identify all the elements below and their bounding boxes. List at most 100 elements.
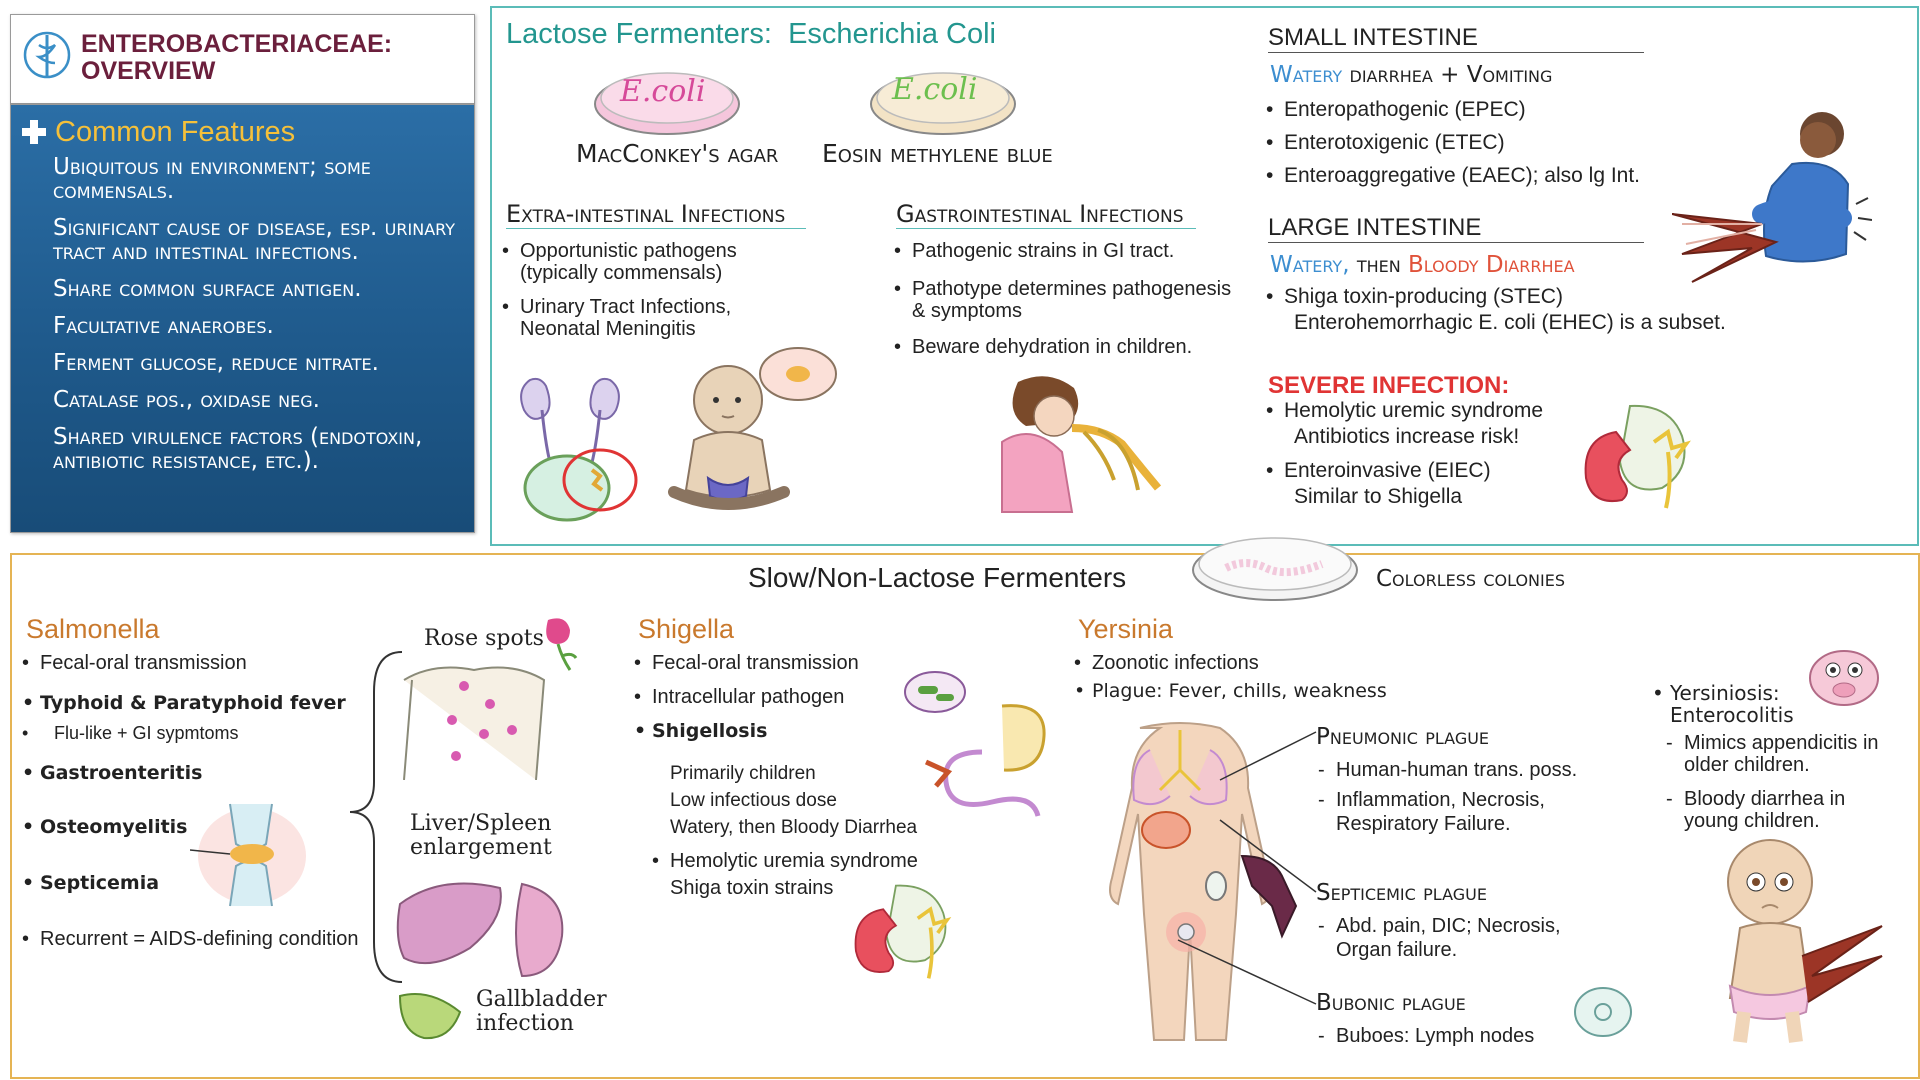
common-features-panel: Common Features Ubiquitous in environmen… [10,104,475,533]
feature-item: Ubiquitous in environment; some commensa… [53,154,371,204]
large-intestine-list: Shiga toxin-producing (STEC)Enterohemorr… [1264,284,1824,336]
plus-icon [22,120,46,144]
small-intestine-list: Enteropathogenic (EPEC) Enterotoxigenic … [1264,93,1724,192]
feature-item: Catalase pos., oxidase neg. [53,387,320,413]
feature-item: Significant cause of disease, esp. urina… [53,215,456,265]
intestine-icon [924,704,1046,817]
pneumonic-plague-heading: Pneumonic plague [1316,724,1490,750]
list-item: Buboes: Lymph nodes [1316,1024,1616,1048]
rose-icon [546,618,578,671]
list-item: Enterotoxigenic (ETEC) [1264,126,1724,159]
large-intestine-sub: Watery, then Bloody Diarrhea [1270,252,1575,278]
gi-heading: Gastrointestinal Infections [896,200,1196,229]
list-item-sub: Flu-like + GI sypmtoms [20,722,380,744]
feature-item: Facultative anaerobes. [53,313,274,339]
list-item: Fecal-oral transmission [632,652,932,674]
header-card: ENTEROBACTERIACEAE:OVERVIEW [10,14,475,104]
list-item: Mimics appendicitis in older children. [1664,732,1884,776]
list-item: Fecal-oral transmission [20,652,380,674]
standing-baby-icon [1727,839,1883,1043]
necrotic-hand-icon [1240,854,1298,939]
septicemic-plague-list: Abd. pain, DIC; Necrosis, Organ failure. [1316,914,1616,962]
baby-icon [668,365,790,510]
urinary-tract-icon [520,377,638,522]
emb-dish-label: E.coli [892,72,978,107]
feature-item: Share common surface antigen. [53,276,362,302]
yersinia-list: Zoonotic infections Plague: Fever, chill… [1072,652,1472,702]
feature-item: Ferment glucose, reduce nitrate. [53,350,379,376]
salmonella-heading: Salmonella [26,614,160,644]
list-item: Shiga toxin-producing (STEC)Enterohemorr… [1264,284,1824,336]
list-item: Osteomyelitis [20,816,380,838]
list-item: Gastroenteritis [20,762,380,784]
list-item: Pathogenic strains in GI tract. [892,240,1232,262]
small-intestine-heading: SMALL INTESTINE [1268,24,1644,53]
list-item: Septicemia [20,872,380,894]
list-item: Intracellular pathogen [632,686,932,708]
list-item: Enteroaggregative (EAEC); also lg Int. [1264,159,1724,192]
knee-joint-icon [190,803,306,907]
list-item: Opportunistic pathogens (typically comme… [500,240,810,284]
bubonic-plague-heading: Bubonic plague [1316,990,1466,1016]
list-item: Pathotype determines pathogenesis & symp… [892,278,1232,322]
macconkey-label: MacConkey's agar [576,139,779,168]
lymph-node-icon [1574,987,1632,1037]
salmonella-list: Fecal-oral transmission Typhoid & Paraty… [20,652,380,950]
yersinia-heading: Yersinia [1078,614,1174,644]
extra-intestinal-heading: Extra-intestinal Infections [506,200,806,229]
yersiniosis-sub-list: Mimics appendicitis in older children. B… [1664,732,1884,832]
liver-spleen-icon [396,882,564,978]
macconkey-dish-icon [594,72,740,135]
list-item: Yersiniosis: Enterocolitis [1650,682,1900,726]
vomiting-child-icon [1001,376,1162,513]
brace-icon [349,651,403,983]
bubonic-plague-list: Buboes: Lymph nodes [1316,1024,1616,1048]
shigella-heading: Shigella [638,614,735,644]
rose-spots-label: Rose spots [424,626,544,651]
feature-item: Shared virulence factors (endotoxin, ant… [53,424,423,474]
shigella-kidney-icon [854,884,952,979]
large-intestine-heading: LARGE INTESTINE [1268,214,1644,243]
page-title: ENTEROBACTERIACEAE:OVERVIEW [81,30,393,85]
list-item: Inflammation, Necrosis, Respiratory Fail… [1316,788,1646,836]
small-intestine-sub: Watery diarrhea + Vomiting [1270,62,1553,88]
macconkey-dish-label: E.coli [620,74,706,109]
list-item: Bloody diarrhea in young children. [1664,788,1884,832]
list-item: Beware dehydration in children. [892,336,1232,358]
gi-list: Pathogenic strains in GI tract. Pathotyp… [892,240,1232,358]
emb-dish-icon [870,72,1016,135]
common-features-heading: Common Features [55,116,296,148]
gallbladder-label: Gallbladder infection [476,987,607,1036]
caduceus-icon [23,31,71,79]
slow-fermenters-title: Slow/Non-Lactose Fermenters [748,562,1127,593]
plague-callout-lines [1177,731,1317,1005]
septicemic-plague-heading: Septicemic plague [1316,880,1487,906]
liver-spleen-label: Liver/Spleen enlargement [410,811,552,860]
shigellosis-details: Primarily children Low infectious dose W… [670,763,918,838]
pig-icon [1809,650,1879,706]
intracellular-bacteria-icon [904,671,966,713]
human-body-icon [1109,722,1271,1041]
abdominal-pain-man-icon [1672,112,1872,283]
lactose-fermenters-panel [490,6,1919,546]
list-item: Enteropathogenic (EPEC) [1264,93,1724,126]
list-item: Typhoid & Paratyphoid fever [20,692,380,714]
meninges-icon [759,347,837,401]
list-item: Plague: Fever, chills, weakness [1072,680,1472,702]
pneumonic-plague-list: Human-human trans. poss. Inflammation, N… [1316,758,1646,836]
gallbladder-icon [398,993,462,1040]
shigella-list: Fecal-oral transmission Intracellular pa… [632,652,932,742]
kidney-icon [1584,404,1691,509]
extra-intestinal-list: Opportunistic pathogens (typically comme… [500,240,810,340]
colorless-dish-icon [1192,537,1358,601]
list-item: Shigellosis [632,720,932,742]
slow-fermenters-panel [10,553,1920,1079]
colorless-colonies-label: Colorless colonies [1376,566,1566,592]
list-item: Recurrent = AIDS-defining condition [20,928,380,950]
yersiniosis-list: Yersiniosis: Enterocolitis [1650,682,1900,726]
list-item: Urinary Tract Infections, Neonatal Menin… [500,296,810,340]
